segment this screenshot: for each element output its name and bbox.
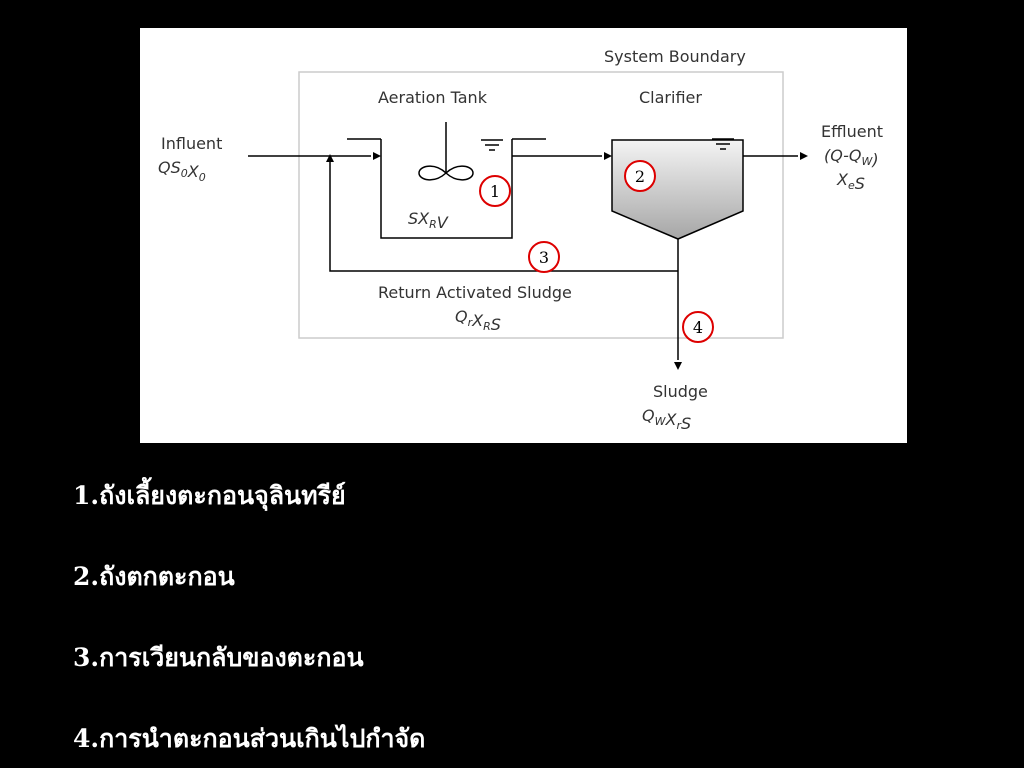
marker-4: 4 [682,311,714,343]
sludge-arrow-icon [674,362,682,370]
variable-q: Q [455,307,468,326]
aeration-tank-title: Aeration Tank [378,88,488,107]
tank-to-clarifier-arrow-icon [604,152,612,160]
variable-q: Q [642,406,655,425]
clarifier-water-level-icon [712,138,734,150]
mixer-icon [418,122,474,181]
effluent-variables: XeS [836,170,865,193]
variable-x-subscript: 0 [199,171,206,184]
variable-x: X [836,170,849,189]
return-sludge-line [329,162,678,272]
variable-s: S [171,158,181,177]
variable-x: X [187,162,200,181]
influent-variables: QS0X0 [158,158,206,184]
variable-q: Q [158,158,171,177]
variable-s: S [491,315,501,334]
caption-sludge-return: 3.การเวียนกลับของตะกอน [73,643,364,672]
variable-q-subscript: W [655,415,667,428]
caption-sludge-disposal: 4.การนำตะกอนส่วนเกินไปกำจัด [73,724,426,753]
marker-4-number: 4 [693,318,703,337]
caption-clarifier: 2.ถังตกตะกอน [73,562,235,591]
return-sludge-variables: QrXRS [455,307,501,334]
variable-x-subscript: R [429,218,437,231]
variable-x: X [664,410,677,429]
marker-1-number: 1 [490,182,500,201]
effluent-flow-close: ) [871,150,878,169]
variable-s: S [855,174,865,193]
marker-1: 1 [479,175,511,207]
diagram-panel: System Boundary Aeration Tank SXRV Clari… [140,28,907,443]
effluent-flow: (Q-QW) [824,146,879,169]
effluent-flow-rate-subscript: W [862,155,874,168]
effluent-flow-rate: (Q-Q [824,146,862,165]
variable-q-subscript: r [468,316,474,329]
activated-sludge-diagram: System Boundary Aeration Tank SXRV Clari… [158,47,883,433]
marker-2-number: 2 [635,167,645,186]
aeration-tank-variables: SXRV [408,209,449,232]
variable-x: X [417,209,430,228]
caption-aeration-tank: 1.ถังเลี้ยงตะกอนจุลินทรีย์ [73,481,346,510]
aeration-tank-water-level-icon [481,139,503,151]
sludge-label: Sludge [653,382,708,401]
influent-label: Influent [161,134,222,153]
aeration-tank-walls [380,139,513,239]
marker-3-number: 3 [539,248,549,267]
variable-x: X [471,311,484,330]
marker-3: 3 [528,241,560,273]
marker-2: 2 [624,160,656,192]
effluent-label: Effluent [821,122,883,141]
variable-v: V [437,213,449,232]
variable-s: S [681,414,691,433]
variable-s-subscript: 0 [181,167,188,180]
effluent-arrow-icon [800,152,808,160]
clarifier-title: Clarifier [639,88,702,107]
influent-arrow-icon [373,152,381,160]
system-boundary-label: System Boundary [604,47,746,66]
variable-x-subscript: r [676,419,682,432]
return-sludge-arrow-icon [326,154,334,162]
return-sludge-label: Return Activated Sludge [378,283,572,302]
variable-x-subscript: R [483,320,491,333]
system-boundary-box [298,71,784,339]
variable-s: S [408,209,418,228]
variable-x-subscript: e [848,179,855,192]
sludge-variables: QWXrS [642,406,691,433]
